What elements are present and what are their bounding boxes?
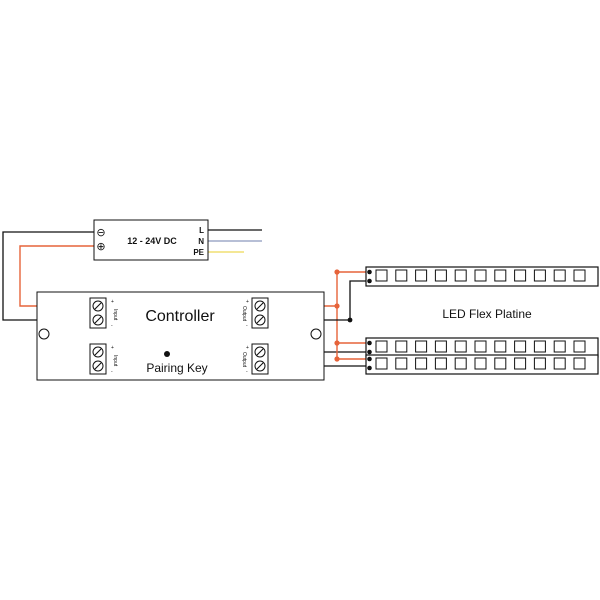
strip-2-led-10 [553, 340, 566, 353]
strip-2-led-2 [395, 340, 408, 353]
strip-2-pad-minus [367, 349, 372, 355]
output-terminal-2: Output + - [241, 343, 269, 375]
strip-1-led-4 [434, 269, 447, 282]
output-1-label: Output [241, 306, 247, 322]
output-2-plus-sign: + [246, 345, 249, 351]
psu-plus-icon: ⊕ [96, 241, 105, 253]
strip-label: LED Flex Platine [442, 307, 532, 321]
junction-dot-red-1 [334, 269, 340, 275]
led-strips [365, 266, 599, 375]
strip-2-led-4 [434, 340, 447, 353]
psu-l-label: L [199, 226, 204, 235]
strip-3-led-5 [454, 357, 467, 370]
output-1-minus-sign: - [246, 323, 248, 329]
strip-3-pad-plus [367, 356, 372, 362]
strip-2-led-8 [514, 340, 527, 353]
strip-1-led-2 [395, 269, 408, 282]
power-supply: ⊖ ⊕ 12 - 24V DC L N PE [93, 219, 209, 261]
mount-hole-left [38, 328, 50, 340]
strip-3-pad-minus [367, 365, 372, 371]
strip-1-pad-minus [367, 278, 372, 284]
psu-minus-icon: ⊖ [96, 227, 105, 239]
pairing-key-button [164, 351, 170, 357]
psu-voltage-label: 12 - 24V DC [127, 236, 177, 246]
strip-3-led-9 [533, 357, 546, 370]
strip-1-led-9 [533, 269, 546, 282]
output-terminal-1: Output + - [241, 297, 269, 329]
strip-2-led-3 [415, 340, 428, 353]
strip-2-led-11 [573, 340, 586, 353]
controller-title: Controller [145, 308, 215, 325]
output1-positive-branch [336, 306, 368, 344]
strip-1-led-6 [474, 269, 487, 282]
strip-2-led-1 [375, 340, 388, 353]
strip-1-led-5 [454, 269, 467, 282]
mount-hole-right [310, 328, 322, 340]
led-strip-1 [365, 266, 599, 287]
pairing-key-label: Pairing Key [146, 361, 207, 375]
controller-box [36, 291, 325, 381]
strip-2-led-5 [454, 340, 467, 353]
strip-3-led-4 [434, 357, 447, 370]
input-terminal-1: Input + - [89, 297, 118, 329]
output-2-label: Output [241, 352, 247, 368]
strip-3-led-1 [375, 357, 388, 370]
led-strip-2 [365, 337, 599, 358]
strip-3-led-6 [474, 357, 487, 370]
strip-3-led-11 [573, 357, 586, 370]
strip-1-led-1 [375, 269, 388, 282]
junctions [334, 269, 353, 362]
strip-1-led-11 [573, 269, 586, 282]
strip-3-led-2 [395, 357, 408, 370]
strip-2-led-7 [494, 340, 507, 353]
psu-n-label: N [198, 237, 204, 246]
strip-3-led-10 [553, 357, 566, 370]
junction-dot-red-4 [334, 356, 340, 362]
strip-3-led-7 [494, 357, 507, 370]
strip-1-led-7 [494, 269, 507, 282]
psu-pe-label: PE [193, 248, 204, 257]
strip-3-led-8 [514, 357, 527, 370]
strip-3-led-3 [415, 357, 428, 370]
input-2-label: Input [112, 355, 118, 367]
strip-2-pad-plus [367, 340, 372, 346]
led-strip-3 [365, 354, 599, 375]
junction-dot-red-3 [334, 340, 340, 346]
output-1-plus-sign: + [246, 299, 249, 305]
input-1-minus-sign: - [111, 323, 113, 329]
junction-dot-black-1 [347, 317, 353, 323]
strip-1-led-8 [514, 269, 527, 282]
strip-2-led-6 [474, 340, 487, 353]
junction-dot-red-2 [334, 303, 340, 309]
psu-box [93, 219, 209, 261]
input-terminal-2: Input + - [89, 343, 118, 375]
strip-2-led-9 [533, 340, 546, 353]
input-2-minus-sign: - [111, 369, 113, 375]
output-2-minus-sign: - [246, 369, 248, 375]
strip-1-pad-plus [367, 269, 372, 275]
strip-1-led-10 [553, 269, 566, 282]
controller: Controller Pairing Key Input + - Input +… [36, 291, 325, 381]
input-1-plus-sign: + [111, 299, 114, 305]
input-2-plus-sign: + [111, 345, 114, 351]
strip-1-led-3 [415, 269, 428, 282]
strip3-positive-wire [336, 343, 368, 360]
input-1-label: Input [112, 309, 118, 321]
